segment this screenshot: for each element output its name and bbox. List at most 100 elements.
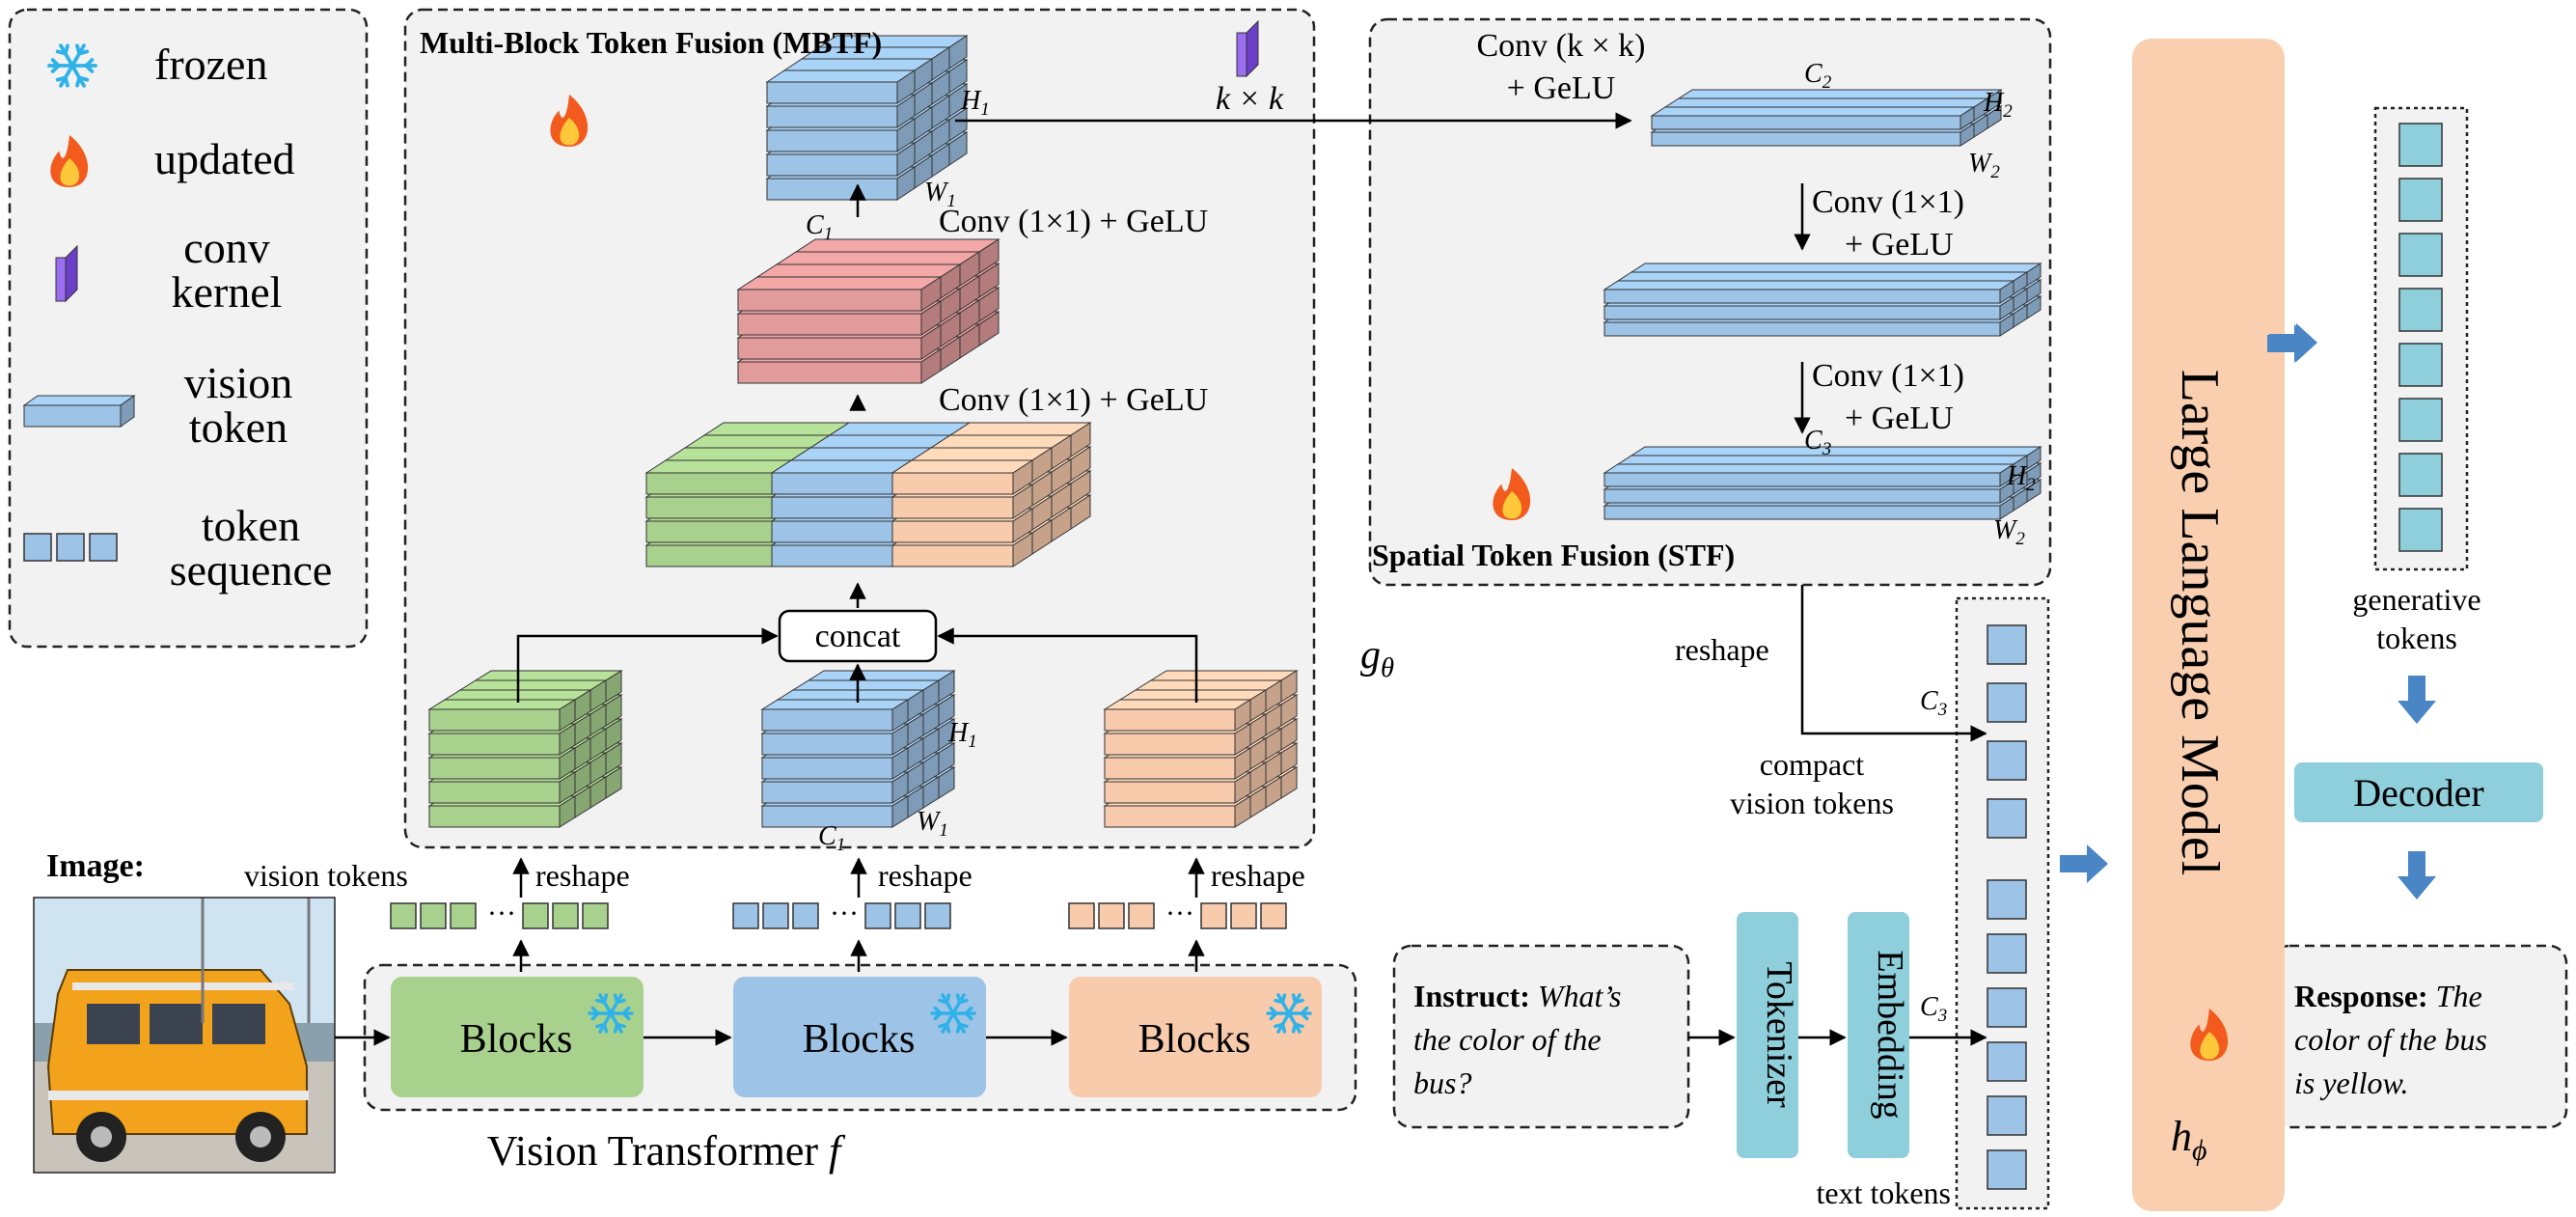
compact-label2: vision tokens bbox=[1730, 786, 1894, 820]
stf-stack-1-front bbox=[1651, 115, 1961, 130]
orange-block-stack-top bbox=[1134, 679, 1283, 691]
reshape-label: reshape bbox=[878, 858, 973, 893]
stf-stack-3-front bbox=[1603, 505, 2001, 520]
vit-block bbox=[733, 977, 986, 1097]
reshape-label: reshape bbox=[1211, 858, 1305, 893]
embedding-box bbox=[1848, 912, 1909, 1158]
blue-block-stack-top bbox=[791, 679, 941, 691]
stf-convb-line1: Conv (1×1) bbox=[1812, 358, 1964, 394]
orange-token-row-token bbox=[1260, 902, 1287, 929]
stf-stack-1 bbox=[1650, 89, 2003, 147]
blue-block-stack-front bbox=[761, 708, 893, 732]
blue-fused-stack-top bbox=[808, 434, 952, 449]
red-stack-front bbox=[737, 337, 922, 360]
orange-fused-stack-top bbox=[948, 422, 1092, 436]
response-line2: color of the bus bbox=[2294, 1022, 2487, 1057]
orange-fused-stack-top bbox=[929, 434, 1073, 449]
orange-fused-stack-front bbox=[891, 496, 1014, 519]
response-line3: is yellow. bbox=[2294, 1065, 2409, 1100]
green-fused-stack-top bbox=[644, 459, 793, 474]
stf-H2b: H2 bbox=[2006, 461, 2036, 495]
vit-block bbox=[1069, 977, 1322, 1097]
stf-stack-2-front bbox=[1603, 289, 2001, 304]
orange-fused-stack-front bbox=[891, 520, 1014, 543]
text-tokens-label: text tokens bbox=[1816, 1176, 1951, 1210]
mbtf-title: Multi-Block Token Fusion (MBTF) bbox=[420, 25, 882, 60]
red-stack-front bbox=[737, 289, 922, 312]
block-frozen-icon-twig bbox=[1300, 1011, 1309, 1021]
stf-reshape-label: reshape bbox=[1675, 632, 1769, 667]
llm-updated-icon-inner bbox=[2200, 1032, 2220, 1060]
mid-H1-sub: 1 bbox=[968, 732, 977, 752]
stf-W2b-main: W bbox=[1993, 515, 2018, 545]
green-fused-stack-top bbox=[664, 447, 812, 461]
blue-token-row-token bbox=[924, 902, 951, 929]
orange-token-row-token bbox=[1200, 902, 1227, 929]
van-stripe bbox=[48, 1091, 309, 1100]
block-frozen-icon-twig bbox=[938, 1022, 949, 1029]
stf-convkk-line1: Conv (k × k) bbox=[1477, 28, 1646, 64]
mbtf-conv2-label: Conv (1×1) + GeLU bbox=[939, 382, 1208, 418]
red-stack-front bbox=[737, 313, 922, 336]
red-stack-front bbox=[737, 361, 922, 384]
llm-updated-icon bbox=[2190, 1009, 2229, 1061]
top-C1-main: C bbox=[806, 210, 824, 240]
blue-block-stack-top bbox=[760, 699, 910, 710]
stf-stack-2-top bbox=[1603, 280, 2015, 290]
stf-stack-2-front bbox=[1603, 305, 2001, 320]
green-block-stack-front bbox=[428, 757, 561, 780]
updated-icon bbox=[50, 135, 89, 187]
kernel-size-label: k × k bbox=[1216, 81, 1284, 117]
generative-token bbox=[2398, 343, 2443, 387]
arrow-decoder-to-response bbox=[2398, 851, 2436, 899]
compact-label1: compact bbox=[1760, 747, 1865, 782]
compact-token bbox=[1987, 682, 2027, 723]
green-block-stack-top bbox=[474, 670, 623, 681]
blue-block-stack bbox=[760, 670, 956, 828]
green-token-row-token bbox=[582, 902, 609, 929]
orange-block-stack-front bbox=[1104, 708, 1236, 732]
block-frozen-icon-twig bbox=[621, 1011, 631, 1021]
orange-token-row: ··· bbox=[1068, 898, 1287, 929]
green-token-row-token bbox=[522, 902, 549, 929]
block-frozen-icon-twig bbox=[602, 993, 609, 1005]
response-line1: Response: The bbox=[2294, 979, 2482, 1013]
frozen-icon bbox=[47, 43, 97, 88]
arrow-stf-to-compact bbox=[1800, 585, 1987, 742]
compact-C3: C3 bbox=[1920, 686, 1947, 720]
stf-C2-sub: 2 bbox=[1822, 72, 1832, 93]
text-C3-sub: 3 bbox=[1937, 1006, 1948, 1026]
legend-sequence-label: sequence bbox=[170, 545, 333, 595]
stf-stack-1-top bbox=[1677, 89, 2003, 99]
stf-W2-main: W bbox=[1968, 149, 1993, 179]
token-sequence-icon bbox=[89, 533, 118, 562]
stf-stack-2 bbox=[1603, 263, 2042, 337]
van-roof bbox=[72, 982, 294, 990]
hub bbox=[91, 1126, 112, 1148]
block-frozen-icon-twig bbox=[933, 1006, 943, 1015]
generative-token bbox=[2398, 453, 2443, 497]
blue-block-stack-front bbox=[761, 781, 893, 804]
blue-block-stack-front bbox=[761, 805, 893, 828]
reshape-label: reshape bbox=[535, 858, 630, 893]
stf-W2: W2 bbox=[1968, 149, 2000, 182]
stf-H2-sub: 2 bbox=[2003, 101, 2013, 122]
orange-token-row-token bbox=[1128, 902, 1155, 929]
stf-stack-3-front bbox=[1603, 472, 2001, 487]
top-blue-stack-front bbox=[766, 105, 898, 128]
hub bbox=[250, 1126, 271, 1148]
text-C3: C3 bbox=[1920, 992, 1947, 1026]
updated-icon-inner bbox=[60, 158, 80, 186]
frozen-icon-twig bbox=[50, 58, 61, 68]
block-frozen-icon-twig bbox=[1291, 1022, 1298, 1034]
instruct-label: Instruct: bbox=[1413, 979, 1538, 1013]
vision-token-icon-top bbox=[22, 395, 136, 406]
orange-fused-stack-front bbox=[891, 544, 1014, 567]
mid-W1: W1 bbox=[917, 807, 948, 841]
green-block-stack-front bbox=[428, 733, 561, 756]
instruct-line2: the color of the bbox=[1413, 1022, 1602, 1057]
green-block-stack-top bbox=[458, 679, 608, 691]
blue-fused-stack-top bbox=[828, 422, 972, 436]
text-token bbox=[1987, 1041, 2027, 1082]
green-fused-stack-top bbox=[702, 422, 851, 436]
